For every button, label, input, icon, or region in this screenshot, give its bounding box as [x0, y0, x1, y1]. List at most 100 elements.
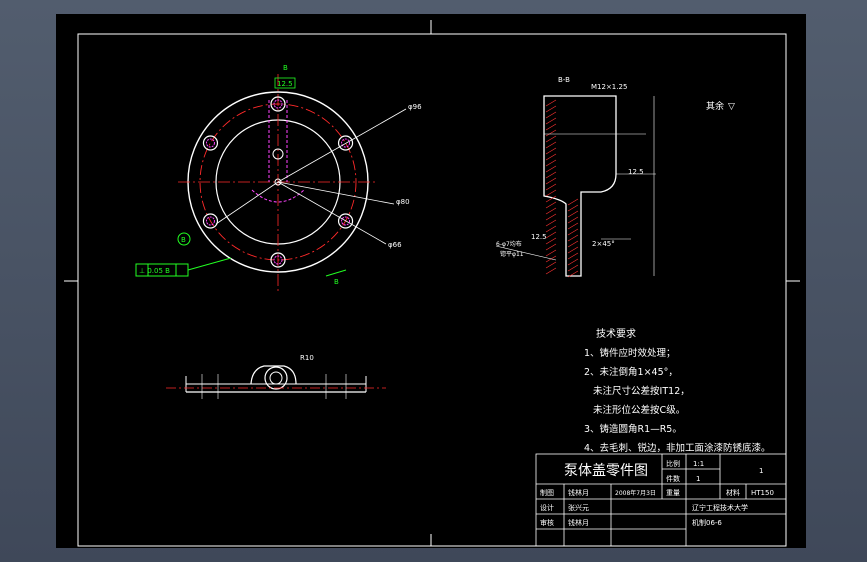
hatch-line	[567, 258, 579, 266]
hatch-line	[567, 246, 579, 254]
section-hatch	[545, 99, 579, 278]
tech-item-6: 4、去毛刺、锐边，非加工面涂漆防锈底漆。	[584, 442, 771, 454]
hatch-line	[567, 216, 579, 224]
bolt-hole	[270, 96, 286, 112]
small-bore	[272, 148, 284, 160]
title-block-text: 泵体盖零件图 比例 1:1 件数 1 1 重量 材料 HT150 制图 钱林月 …	[540, 459, 774, 527]
hatch-line	[567, 252, 579, 260]
hatch-line	[545, 183, 557, 191]
tb-drawn-label: 制图	[540, 488, 554, 497]
tb-design-label: 设计	[540, 503, 554, 512]
tb-material-label: 材料	[726, 488, 740, 497]
hatch-line	[545, 105, 557, 113]
hatch-line	[545, 123, 557, 131]
bolt-hole-inner	[205, 216, 215, 226]
tech-item-2: 2、未注倒角1×45°，	[584, 366, 678, 378]
radius-label: R10	[300, 354, 314, 362]
fcf-text: ⊥ 0.05 B	[139, 267, 170, 275]
bolt-hole	[337, 213, 354, 229]
hatch-line	[567, 210, 579, 218]
hatch-line	[567, 240, 579, 248]
hatch-line	[567, 222, 579, 230]
hatch-line	[545, 111, 557, 119]
hatch-line	[545, 159, 557, 167]
hatch-line	[545, 171, 557, 179]
hatch-line	[545, 213, 557, 221]
section-profile	[543, 95, 617, 277]
tech-item-1: 1、铸件应时效处理；	[584, 347, 676, 359]
roughness-other-symbol: ▽	[728, 102, 735, 112]
section-view: B-B M12×1.25 2×45° 12.5 12.5 6-φ7均布 锪平φ1…	[495, 76, 735, 278]
dia-leader-1	[277, 108, 407, 183]
datum-b-right: B	[334, 278, 339, 286]
hatch-line	[545, 249, 557, 257]
tb-sheet: 1	[759, 467, 763, 475]
tech-requirements: 技术要求 1、铸件应时效处理； 2、未注倒角1×45°， 未注尺寸公差按IT12…	[584, 327, 771, 454]
section-label: B-B	[558, 76, 570, 84]
hatch-line	[567, 204, 579, 212]
bolt-hole	[270, 252, 286, 268]
front-view: φ96 φ80 φ66 12.5 B B ⊥ 0.05 B B	[135, 64, 422, 294]
datum-circle-label: B	[181, 236, 186, 244]
hatch-line	[545, 147, 557, 155]
hatch-line	[567, 270, 579, 278]
hole-leader	[495, 245, 557, 261]
hatch-line	[545, 129, 557, 137]
tb-qty-value: 1	[696, 475, 700, 483]
hatch-line	[567, 234, 579, 242]
chamfer-dim: 2×45°	[592, 240, 615, 248]
tb-scale-label: 比例	[666, 459, 680, 468]
drawing-sheet: φ96 φ80 φ66 12.5 B B ⊥ 0.05 B B	[64, 20, 800, 547]
hatch-line	[545, 141, 557, 149]
hatch-line	[545, 225, 557, 233]
hatch-line	[545, 195, 557, 203]
dia-mid-label: φ80	[396, 198, 410, 206]
tb-class: 机制06-6	[692, 518, 722, 527]
datum-b-leader	[325, 269, 347, 277]
hatch-line	[545, 177, 557, 185]
hatch-line	[545, 231, 557, 239]
tb-review-by: 钱林月	[568, 518, 589, 527]
tb-school: 辽宁工程技术大学	[692, 503, 748, 512]
tb-drawn-by: 钱林月	[568, 488, 589, 497]
boss-hole	[264, 366, 288, 390]
roughness-note: 其余	[706, 100, 724, 112]
hatch-line	[545, 135, 557, 143]
bolt-hole-inner	[341, 138, 351, 148]
drawing-canvas[interactable]: φ96 φ80 φ66 12.5 B B ⊥ 0.05 B B	[56, 14, 806, 548]
title-block	[535, 453, 787, 547]
hatch-line	[545, 117, 557, 125]
bolt-hole-inner	[273, 255, 283, 265]
tech-item-3: 未注尺寸公差按IT12，	[584, 385, 690, 397]
fcf-leader	[187, 257, 232, 271]
datum-circle	[177, 232, 191, 246]
bolt-hole	[202, 135, 219, 151]
boss-profile	[250, 365, 297, 385]
bottom-view: R10	[166, 354, 386, 399]
tb-date: 2008年7月3日	[615, 489, 656, 497]
hatch-line	[545, 153, 557, 161]
hatch-line	[545, 207, 557, 215]
hatch-line	[567, 264, 579, 272]
dia-leader-3	[277, 181, 387, 245]
tech-item-4: 未注形位公差按C级。	[584, 404, 685, 416]
tb-qty-label: 件数	[666, 474, 680, 483]
tb-design-by: 张兴元	[568, 503, 589, 512]
datum-b-top: B	[283, 64, 288, 72]
tb-review-label: 审核	[540, 518, 554, 527]
hatch-line	[545, 237, 557, 245]
hatch-line	[545, 99, 557, 107]
hatch-line	[545, 243, 557, 251]
tech-heading: 技术要求	[596, 327, 636, 340]
hole-callout-2: 锪平φ11	[500, 250, 524, 258]
bolt-hole-inner	[205, 138, 215, 148]
roughness-top-label: 12.5	[277, 80, 293, 88]
roughness-side-label: 12.5	[628, 168, 644, 176]
bolt-hole	[202, 213, 219, 229]
center-point	[274, 178, 282, 186]
boss-inner	[269, 371, 283, 385]
dia-small-label: φ66	[388, 241, 402, 249]
tb-outer	[535, 453, 787, 547]
hatch-line	[545, 189, 557, 197]
